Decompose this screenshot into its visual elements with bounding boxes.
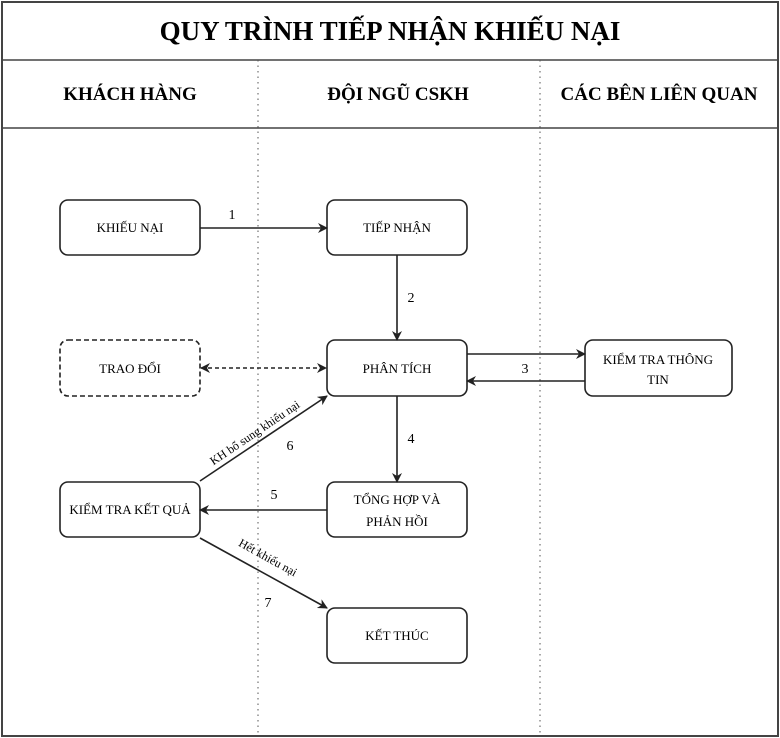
node-label: PHẢN HỒI [366,514,428,529]
arrow-7 [199,537,328,609]
lane-stakeholders: CÁC BÊN LIÊN QUAN [561,83,758,105]
node-ket-thuc [326,607,468,664]
lane-cs-team: ĐỘI NGŨ CSKH [327,83,469,105]
arrow-6 [199,395,328,482]
node-label: TỔNG HỢP VÀ [354,492,441,507]
diagram-title: QUY TRÌNH TIẾP NHẬN KHIẾU NẠI [160,15,621,46]
edge-number-1: 1 [229,208,236,223]
edge-number-6: 6 [287,439,294,454]
node-label: KIỂM TRA KẾT QUẢ [69,502,191,517]
node-label: TRAO ĐỔI [99,361,161,376]
edge-number-7: 7 [265,596,272,611]
edge-number-2: 2 [408,291,415,306]
node-label: PHÂN TÍCH [363,361,432,376]
node-label: KHIẾU NẠI [97,220,164,235]
node-label: KẾT THÚC [365,628,428,643]
edge-number-5: 5 [271,488,278,503]
edge-number-3: 3 [522,362,529,377]
lane-customer: KHÁCH HÀNG [63,83,197,105]
node-label: TIẾP NHẬN [363,220,431,235]
node-label: KIỂM TRA THÔNG [603,352,713,367]
node-label: TIN [647,372,669,387]
edge-number-4: 4 [408,432,415,447]
node-kiem-tra-thong-tin [584,339,733,397]
